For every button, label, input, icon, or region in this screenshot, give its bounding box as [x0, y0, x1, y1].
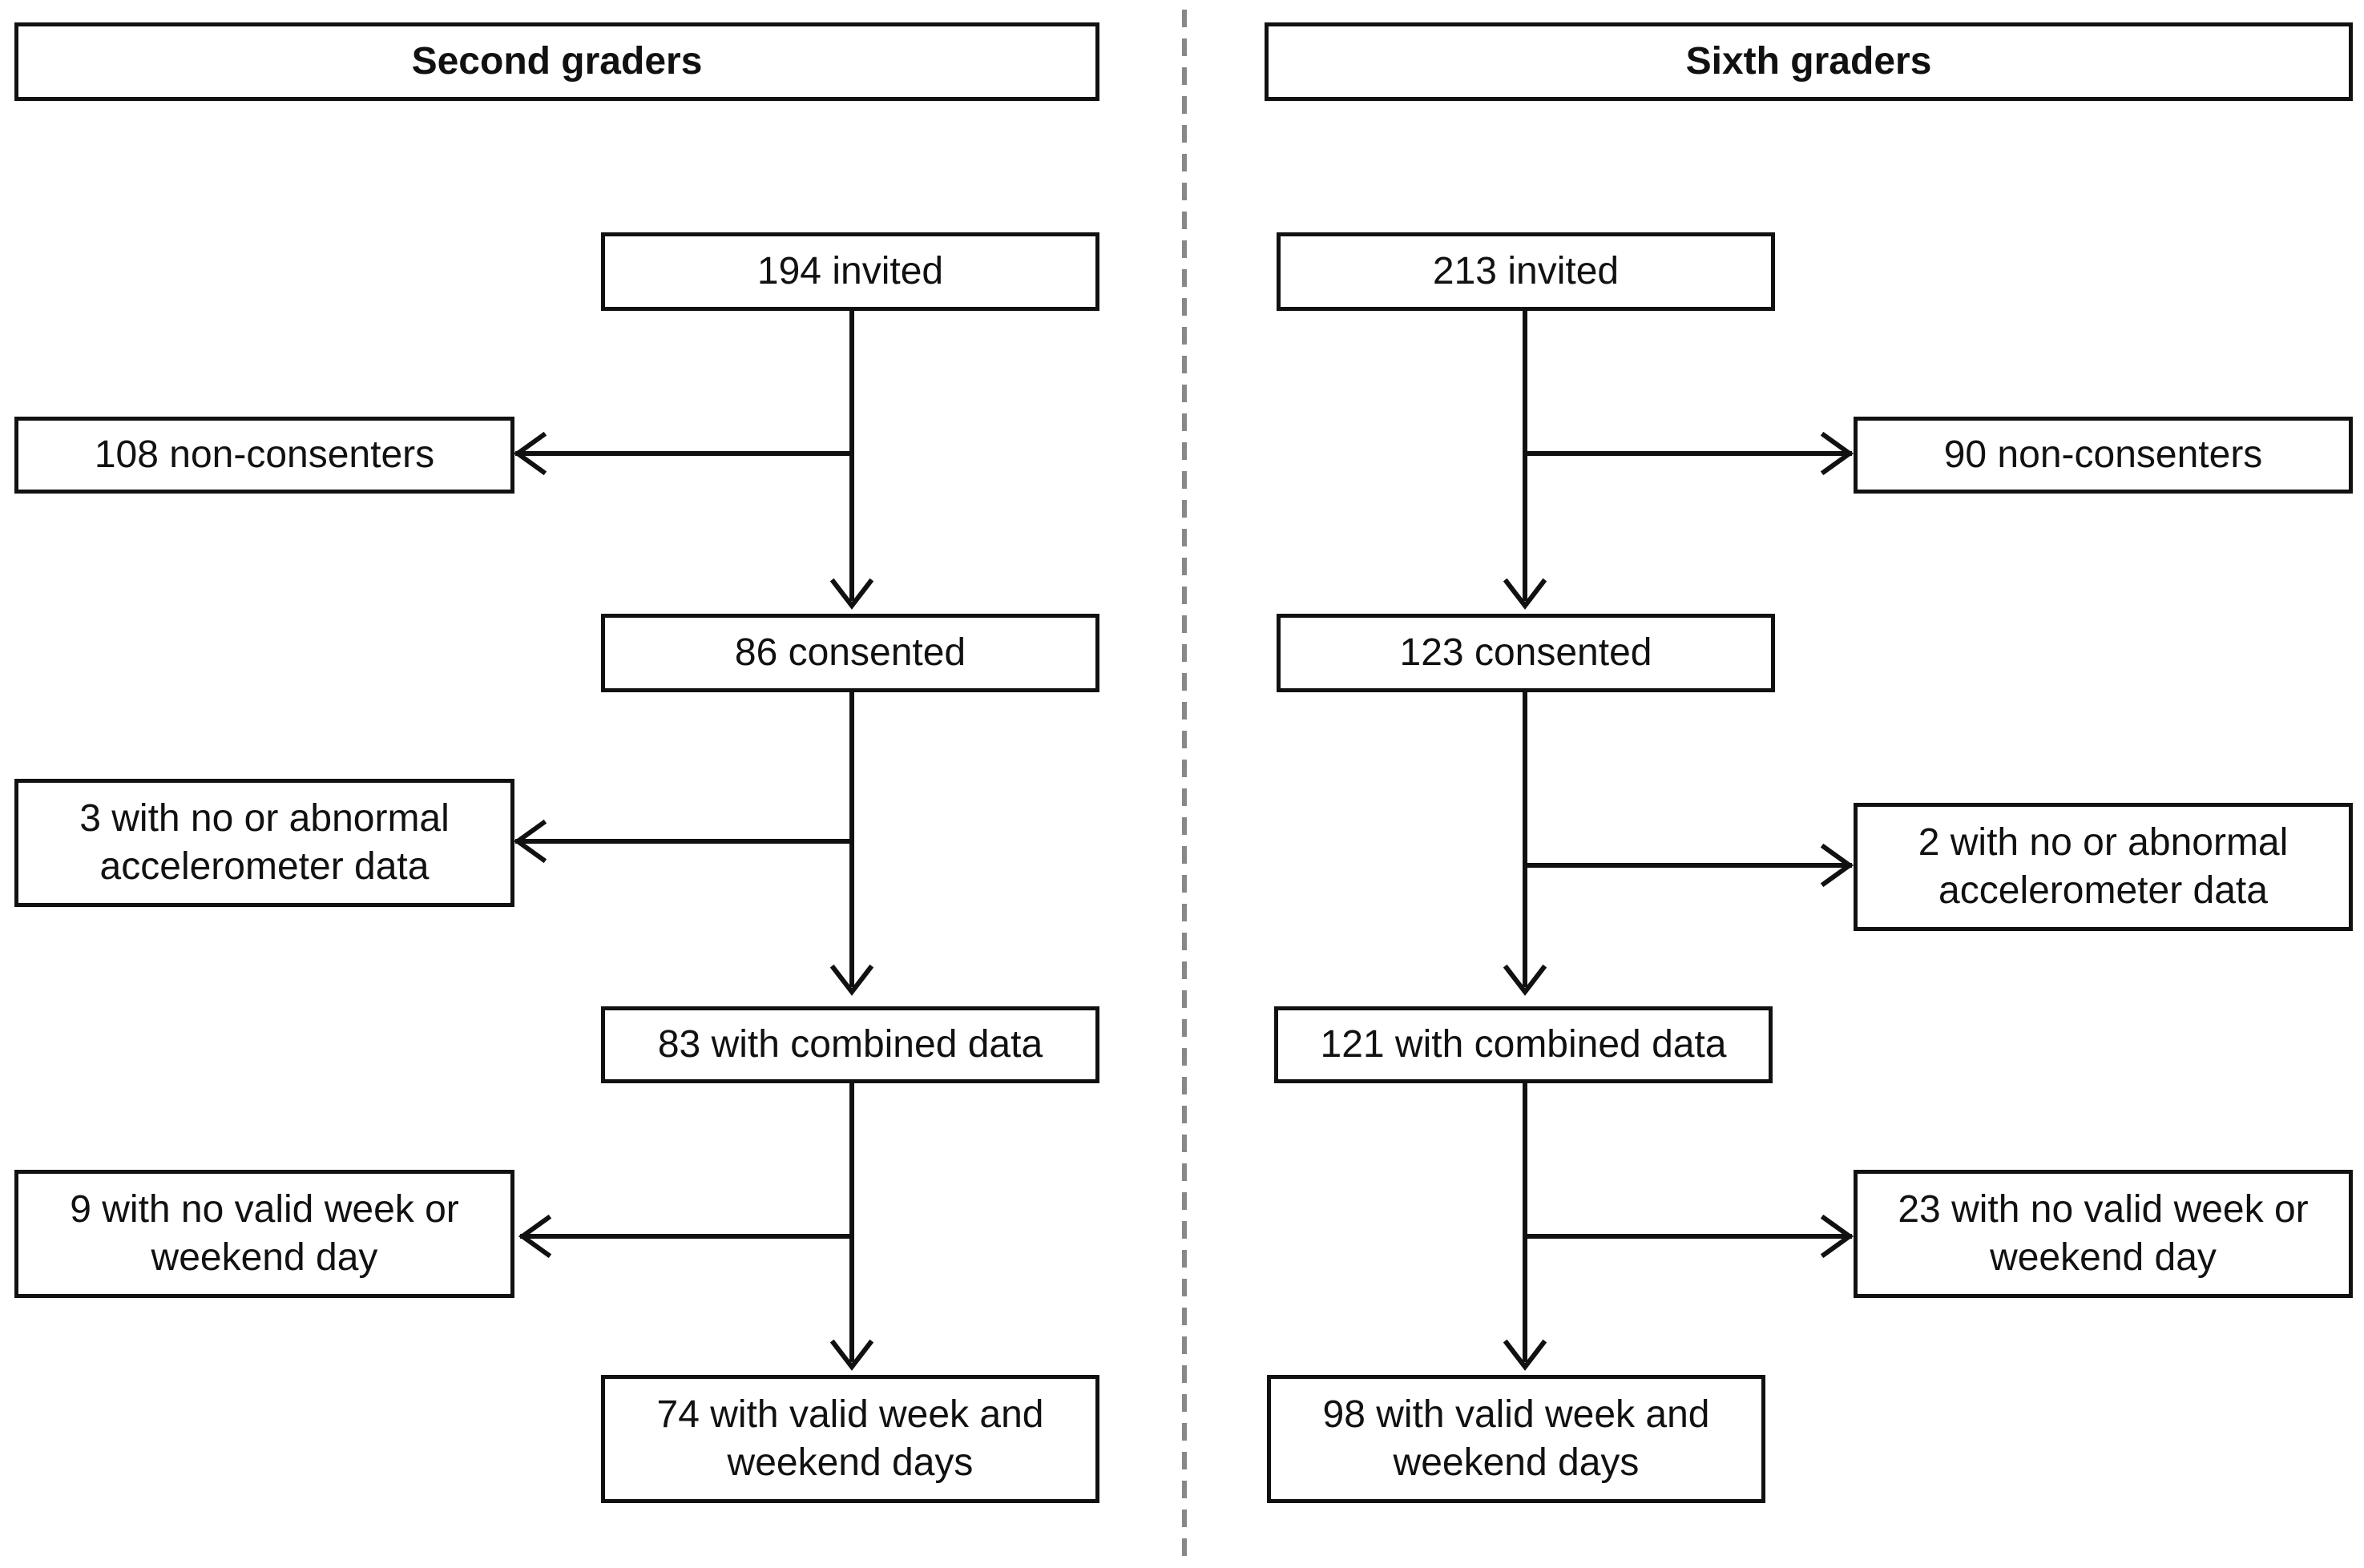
- second-non-consenters-box: 108 non-consenters: [14, 417, 514, 494]
- second-invited-box: 194 invited: [601, 232, 1099, 311]
- right-down-arrowheads: [1503, 578, 1547, 1371]
- sixth-consented-box: 123 consented: [1277, 614, 1775, 692]
- second-no-valid-day-box: 9 with no valid week or weekend day: [14, 1170, 514, 1298]
- sixth-final-box: 98 with valid week and weekend days: [1267, 1375, 1765, 1503]
- second-final-box: 74 with valid week and weekend days: [601, 1375, 1099, 1503]
- second-combined-data-box: 83 with combined data: [601, 1006, 1099, 1083]
- second-no-accelerometer-box: 3 with no or abnormal accelerometer data: [14, 779, 514, 907]
- right-branches: [1523, 431, 1854, 1259]
- sixth-combined-data-box: 121 with combined data: [1274, 1006, 1773, 1083]
- sixth-graders-header: Sixth graders: [1265, 22, 2353, 101]
- sixth-no-accelerometer-box: 2 with no or abnormal accelerometer data: [1854, 803, 2353, 931]
- sixth-no-valid-day-box: 23 with no valid week or weekend day: [1854, 1170, 2353, 1298]
- left-down-arrowheads: [829, 578, 874, 1371]
- second-graders-header: Second graders: [14, 22, 1099, 101]
- sixth-invited-box: 213 invited: [1277, 232, 1775, 311]
- sixth-non-consenters-box: 90 non-consenters: [1854, 417, 2353, 494]
- left-branches: [513, 431, 854, 1259]
- second-consented-box: 86 consented: [601, 614, 1099, 692]
